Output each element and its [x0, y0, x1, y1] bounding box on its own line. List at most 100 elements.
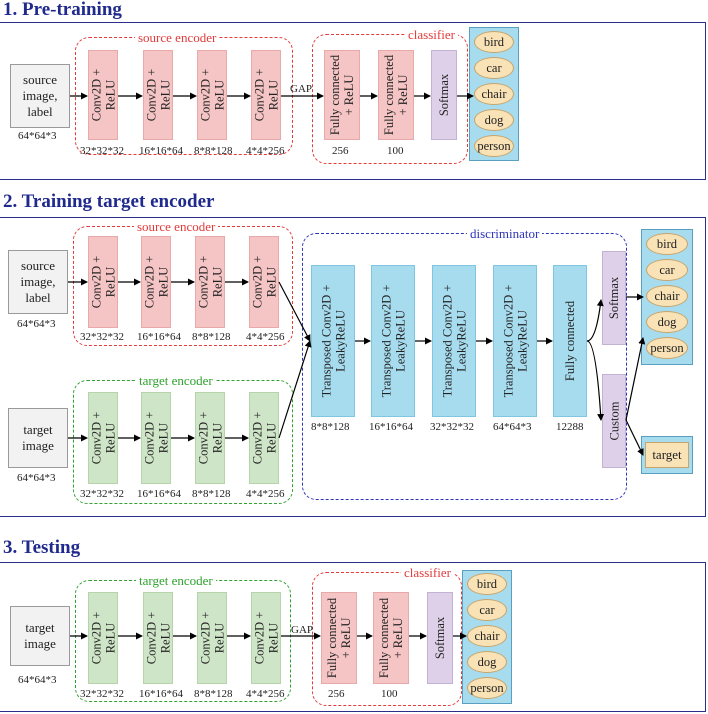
target-encoder-label: target encoder — [136, 573, 216, 588]
section-title-training: 2. Training target encoder — [3, 191, 215, 212]
fc-block: Fully connected + ReLU — [321, 592, 357, 684]
transposed-conv-block: Transposed Conv2D + LeakyReLU — [371, 265, 415, 417]
class-label: person — [467, 677, 507, 699]
class-label: chair — [646, 285, 688, 307]
softmax-block: Softmax — [602, 251, 626, 345]
classifier-dim: 100 — [387, 145, 404, 157]
softmax-block: Softmax — [431, 50, 457, 140]
encoder-dim: 32*32*32 — [80, 145, 124, 157]
source-image-input: source image, label — [10, 64, 70, 128]
source-image-input: source image, label — [8, 250, 68, 314]
custom-block: Custom — [602, 374, 626, 468]
section-title-testing: 3. Testing — [3, 537, 81, 558]
conv-block: Conv2D + ReLU — [143, 50, 173, 140]
classifier-label: classifier — [405, 27, 458, 42]
encoder-dim: 32*32*32 — [80, 331, 124, 343]
discriminator-group — [302, 233, 627, 500]
input-size: 64*64*3 — [17, 318, 56, 330]
arrow — [278, 281, 311, 342]
discriminator-dim: 64*64*3 — [493, 421, 532, 433]
encoder-dim: 16*16*64 — [139, 145, 183, 157]
input-size: 64*64*3 — [18, 674, 57, 686]
class-label: bird — [467, 573, 507, 595]
target-image-input: target image — [8, 408, 68, 468]
discriminator-dim: 32*32*32 — [430, 421, 474, 433]
conv-block: Conv2D + ReLU — [197, 592, 227, 684]
encoder-dim: 32*32*32 — [80, 488, 124, 500]
class-label: car — [646, 259, 688, 281]
testing-frame — [0, 562, 706, 712]
pretraining-frame — [0, 22, 706, 180]
conv-block: Conv2D + ReLU — [195, 236, 225, 328]
fc-block: Fully connected + ReLU — [378, 50, 414, 140]
training-frame — [0, 217, 706, 517]
conv-block: Conv2D + ReLU — [251, 592, 281, 684]
class-label: car — [467, 599, 507, 621]
arrow — [625, 419, 644, 456]
encoder-dim: 4*4*256 — [246, 145, 285, 157]
gap-label: GAP — [290, 83, 313, 95]
gap-label: GAP — [291, 624, 314, 636]
conv-block: Conv2D + ReLU — [88, 236, 118, 328]
encoder-dim: 32*32*32 — [80, 688, 124, 700]
encoder-dim: 16*16*64 — [137, 488, 181, 500]
class-label: person — [474, 135, 514, 157]
transposed-conv-block: Transposed Conv2D + LeakyReLU — [432, 265, 476, 417]
discriminator-dim: 16*16*64 — [369, 421, 413, 433]
conv-block: Conv2D + ReLU — [141, 392, 171, 484]
fully-connected-block: Fully connected — [553, 265, 587, 417]
conv-block: Conv2D + ReLU — [88, 392, 118, 484]
fc-block: Fully connected + ReLU — [324, 50, 360, 140]
transposed-conv-block: Transposed Conv2D + LeakyReLU — [493, 265, 537, 417]
encoder-dim: 8*8*128 — [194, 688, 233, 700]
class-label: dog — [646, 311, 688, 333]
arrow — [586, 299, 604, 342]
target-encoder-label: target encoder — [136, 373, 216, 388]
source-encoder-label: source encoder — [135, 30, 220, 45]
softmax-block: Softmax — [427, 592, 453, 684]
conv-block: Conv2D + ReLU — [249, 236, 279, 328]
conv-block: Conv2D + ReLU — [88, 50, 118, 140]
class-label: dog — [474, 109, 514, 131]
encoder-dim: 8*8*128 — [192, 488, 231, 500]
conv-block: Conv2D + ReLU — [141, 236, 171, 328]
class-label: chair — [467, 625, 507, 647]
class-label: car — [474, 57, 514, 79]
conv-block: Conv2D + ReLU — [251, 50, 281, 140]
encoder-dim: 8*8*128 — [192, 331, 231, 343]
classifier-dim: 256 — [328, 688, 345, 700]
encoder-dim: 4*4*256 — [246, 331, 285, 343]
conv-block: Conv2D + ReLU — [197, 50, 227, 140]
input-size: 64*64*3 — [17, 472, 56, 484]
encoder-dim: 4*4*256 — [246, 488, 285, 500]
input-size: 64*64*3 — [18, 130, 57, 142]
class-label: bird — [646, 233, 688, 255]
encoder-dim: 8*8*128 — [194, 145, 233, 157]
conv-block: Conv2D + ReLU — [88, 592, 118, 684]
class-label: bird — [474, 31, 514, 53]
classifier-dim: 256 — [332, 145, 349, 157]
section-title-pretraining: 1. Pre-training — [3, 0, 122, 20]
fc-block: Fully connected + ReLU — [373, 592, 409, 684]
conv-block: Conv2D + ReLU — [143, 592, 173, 684]
arrow — [278, 340, 312, 439]
class-label: dog — [467, 651, 507, 673]
target-image-input: target image — [10, 606, 70, 666]
classifier-dim: 100 — [381, 688, 398, 700]
target-label: target — [645, 442, 689, 468]
source-encoder-label: source encoder — [134, 219, 219, 234]
encoder-dim: 16*16*64 — [139, 688, 183, 700]
discriminator-label: discriminator — [467, 226, 543, 241]
classifier-label: classifier — [401, 565, 454, 580]
arrow — [586, 340, 605, 421]
class-label: chair — [474, 83, 514, 105]
discriminator-dim: 12288 — [556, 421, 584, 433]
conv-block: Conv2D + ReLU — [249, 392, 279, 484]
class-label: person — [646, 337, 688, 359]
encoder-dim: 16*16*64 — [137, 331, 181, 343]
conv-block: Conv2D + ReLU — [195, 392, 225, 484]
discriminator-dim: 8*8*128 — [311, 421, 350, 433]
arrow — [625, 337, 646, 421]
encoder-dim: 4*4*256 — [246, 688, 285, 700]
